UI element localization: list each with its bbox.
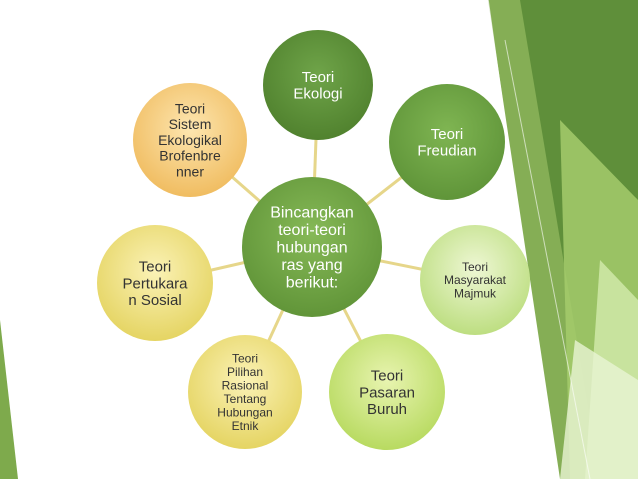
node-circle-ekologi [263,30,373,140]
node-circle-freudian [389,84,505,200]
node-circle-pasaran-buruh [329,334,445,450]
node-circle-pilihan-rasional [188,335,302,449]
node-circle-pertukaran-sosial [97,225,213,341]
left-accent [0,320,18,479]
node-circle-masyarakat-majmuk [420,225,530,335]
node-circle-sistem-ekologikal [133,83,247,197]
background-decoration [487,0,638,479]
